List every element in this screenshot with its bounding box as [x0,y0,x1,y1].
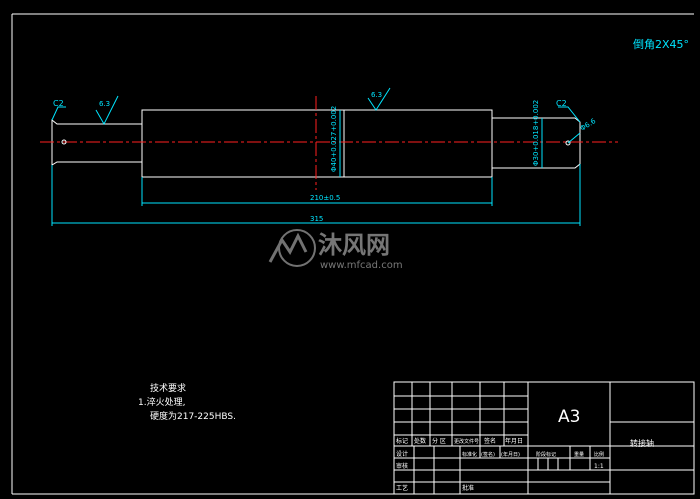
tb-zone: 分 区 [432,437,446,445]
tb-dated: (年月日) [501,451,520,458]
len-total-label: 315 [310,215,323,223]
roughness-symbols [95,87,391,126]
tb-stage: 阶段标记 [536,451,556,458]
dia-right-label: Φ30+0.018+0.002 [532,100,540,166]
tb-process: 工艺 [396,484,408,492]
tb-count: 处数 [414,437,426,445]
tech-line-2: 硬度为217-225HBS. [150,410,236,422]
tb-scale-value: 1:1 [594,463,604,470]
watermark-url: www.mfcad.com [320,260,403,271]
hole-dia-label: Φ6.6 [579,117,598,133]
logo-mark [268,229,316,267]
tech-requirements: 技术要求 1.淬火处理, 硬度为217-225HBS. [138,382,236,422]
tech-line-1: 1.淬火处理, [138,396,185,408]
c2-left-label: C2 [53,99,64,108]
hole-markers [61,139,571,146]
shaft-outline [51,109,581,178]
title-block [393,381,695,495]
tb-date: 年月日 [505,437,523,445]
watermark-brand: 沐风网 [318,231,390,259]
chamfer-note: 倒角2X45° [633,38,689,51]
tb-scale: 比例 [594,451,604,458]
tb-mark: 标记 [396,437,408,445]
tb-size: A3 [558,407,580,427]
len-inner-label: 210±0.5 [310,194,340,202]
tech-title: 技术要求 [150,382,186,394]
tb-check: 审核 [396,462,408,470]
dia-mid-label: Φ40+0.027+0.002 [330,106,338,172]
tb-std: 标准化 [462,451,477,458]
title-block-text: A3 转接轴 标记 处数 分 区 更改文件号 签名 年月日 设计 标准化 (签名… [396,407,654,492]
tb-sign: 签名 [484,437,496,445]
tb-approve: 批准 [462,484,474,492]
tb-design: 设计 [396,450,408,458]
tb-weight: 重量 [574,451,584,458]
centerlines [40,96,618,190]
tb-docno: 更改文件号 [454,438,479,445]
tb-signd: (签名) [481,451,495,458]
c2-right-label: C2 [556,99,567,108]
tb-part-name: 转接轴 [630,438,654,448]
roughness-mid-label: 6.3 [371,91,382,99]
dimension-lines [51,106,581,226]
roughness-left-label: 6.3 [99,100,110,108]
watermark-logo: 沐风网 www.mfcad.com [268,229,403,271]
